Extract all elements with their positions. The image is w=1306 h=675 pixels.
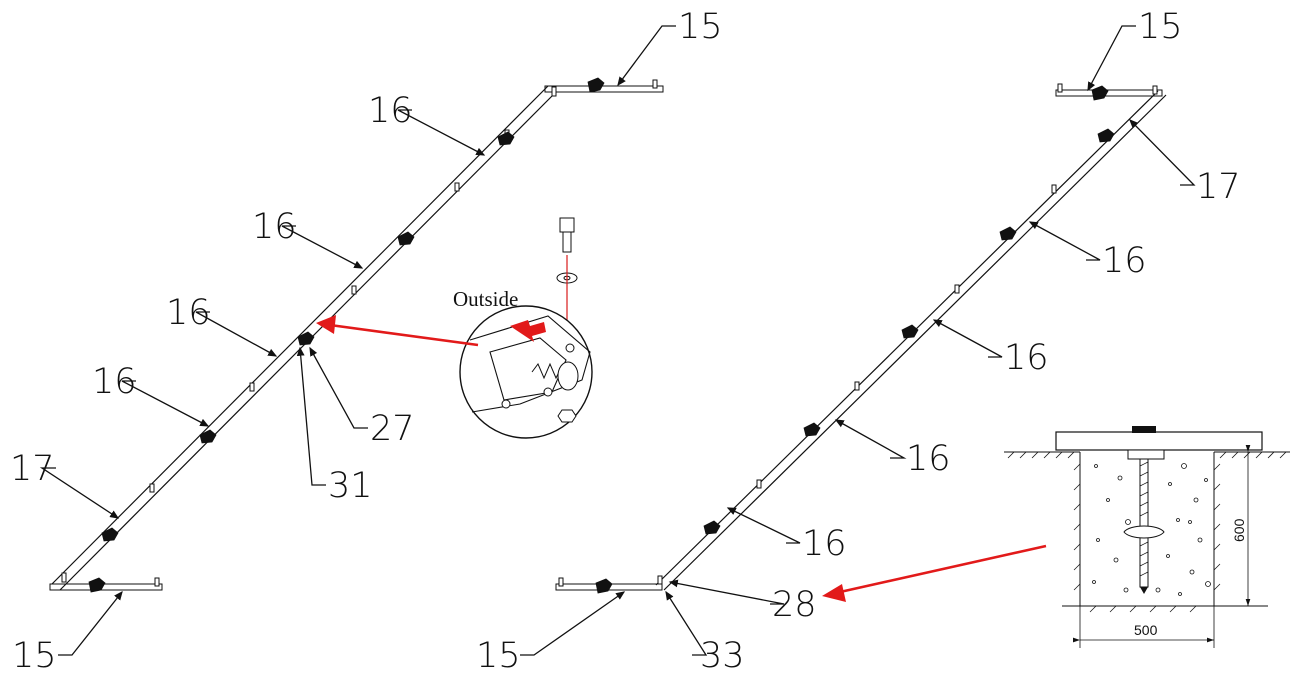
bolt-shank <box>562 231 572 253</box>
anchor-helix <box>1123 525 1165 539</box>
left-callout-leaders <box>39 25 676 656</box>
callout-left-16-d: 16 <box>92 362 137 402</box>
anchor-washer <box>1127 449 1165 460</box>
outside-direction-arrow <box>510 320 546 342</box>
callout-left-16-c: 16 <box>166 293 211 333</box>
callout-left-17: 17 <box>10 449 55 489</box>
right-top-platform <box>1055 89 1163 97</box>
callout-right-16-a: 16 <box>1102 241 1147 281</box>
left-rail-clips <box>61 79 658 587</box>
left-rail-line-a <box>51 85 549 585</box>
foundation-detail: 600 500 <box>1004 426 1290 648</box>
anchor-shaft <box>1139 458 1149 588</box>
callout-right-16-b: 16 <box>1004 338 1049 378</box>
callout-left-15-top: 15 <box>678 7 723 47</box>
outside-label: Outside <box>453 287 518 311</box>
right-rail-clips <box>558 83 1158 587</box>
callout-right-15-top: 15 <box>1138 7 1183 47</box>
left-top-platform <box>544 85 664 93</box>
callout-right-33: 33 <box>700 636 745 675</box>
depth-dimension: 600 <box>1231 518 1247 542</box>
callout-right-28: 28 <box>772 585 817 625</box>
anchor-nut <box>1132 426 1156 433</box>
callout-left-16-a: 16 <box>368 91 413 131</box>
base-plate <box>1055 431 1263 451</box>
concrete-aggregate <box>1092 463 1211 596</box>
width-dimension: 500 <box>1134 622 1158 638</box>
callout-right-16-d: 16 <box>802 524 847 564</box>
callout-left-16-b: 16 <box>252 207 297 247</box>
callout-right-17: 17 <box>1196 167 1241 207</box>
left-brackets <box>88 77 605 593</box>
right-callout-leaders <box>520 25 1196 656</box>
callout-left-15-bottom: 15 <box>12 636 57 675</box>
detail-pointer-arrow <box>316 315 479 347</box>
foundation-pointer-arrow <box>822 544 1047 602</box>
right-rail-line-b <box>663 94 1167 591</box>
callout-left-31: 31 <box>328 466 373 506</box>
callout-right-16-c: 16 <box>906 439 951 479</box>
left-rail-assembly <box>49 77 664 593</box>
right-rail-assembly <box>555 83 1167 594</box>
left-bottom-platform <box>49 583 163 591</box>
bolt-head <box>559 217 575 233</box>
callout-left-27: 27 <box>370 409 415 449</box>
right-brackets <box>595 85 1115 594</box>
hinge-detail: Outside <box>453 217 593 439</box>
callout-right-15-bottom: 15 <box>476 636 521 675</box>
